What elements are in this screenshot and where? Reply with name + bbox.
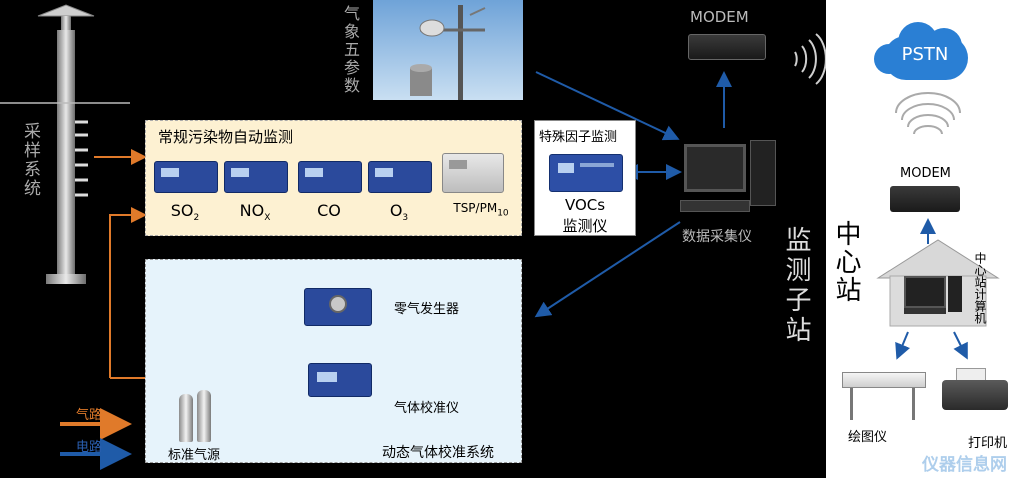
- sampling-label: 采样系统: [20, 122, 40, 198]
- calibrator-label: 气体校准仪: [394, 401, 460, 416]
- printer-label: 打印机: [968, 436, 1008, 451]
- analyzer-label: SO2: [170, 201, 200, 224]
- legend-gas: 气路: [76, 408, 103, 423]
- substation-label: 监测子站: [781, 226, 811, 346]
- center-wireless-signal-icon: [895, 92, 961, 135]
- pstn-cloud-icon: PSTN: [868, 18, 982, 84]
- pstn-label: PSTN: [901, 44, 949, 65]
- calibration-system-label: 动态气体校准系统: [382, 445, 494, 461]
- legend-electric: 电路: [76, 440, 103, 455]
- center-station-label: 中心站: [831, 220, 861, 304]
- data-logger-label: 数据采集仪: [682, 229, 752, 245]
- plotter-label: 绘图仪: [848, 430, 888, 445]
- electric-lines: [60, 71, 732, 470]
- special-factor-box: 特殊因子监测 VOCs 监测仪: [534, 120, 636, 236]
- analyzer-label: NOX: [239, 201, 271, 224]
- substation-modem-icon: [688, 30, 766, 64]
- routine-monitoring-box: 常规污染物自动监测 SO2 NOX CO O3 TSP/PM10: [145, 120, 522, 236]
- sampling-pole: [0, 4, 130, 284]
- particulate-analyzer-icon: [442, 153, 504, 193]
- wireless-signal-icon: [794, 33, 827, 85]
- standard-gas-cylinders-icon: [176, 388, 216, 444]
- voc-analyzer-icon: [549, 154, 623, 192]
- routine-title: 常规污染物自动监测: [158, 128, 294, 146]
- standard-gas-label: 标准气源: [168, 448, 221, 463]
- center-computer-label: 中心站计算机: [973, 252, 987, 324]
- center-modem-icon: [890, 186, 960, 212]
- center-station-panel: PSTN MODEM 中心站 中心站计算机: [826, 0, 1033, 478]
- analyzer-label: CO: [317, 201, 341, 220]
- voc-line1: VOCs: [564, 196, 606, 214]
- plotter-icon: [842, 368, 926, 420]
- gas-analyzer-icon: [368, 161, 432, 193]
- gas-analyzer-icon: [298, 161, 362, 193]
- analyzer-label: TSP/PM10: [453, 201, 509, 219]
- calibration-system-box: 零气发生器 气体校准仪 标准气源 动态气体校准系统: [145, 259, 522, 463]
- substation-modem-label: MODEM: [690, 8, 749, 26]
- weather-label: 气象五参数: [341, 5, 360, 95]
- center-modem-label: MODEM: [900, 166, 951, 181]
- analyzer-label: O3: [389, 201, 409, 224]
- special-title: 特殊因子监测: [539, 130, 618, 145]
- watermark-text: 仪器信息网: [922, 455, 1007, 475]
- zero-gas-generator-icon: [304, 288, 372, 326]
- weather-station-photo: [373, 0, 523, 100]
- gas-analyzer-icon: [154, 161, 218, 193]
- zero-gas-label: 零气发生器: [394, 302, 460, 317]
- center-computer-icon: [904, 276, 964, 320]
- printer-icon: [942, 368, 1008, 418]
- gas-analyzer-icon: [224, 161, 288, 193]
- gas-calibrator-icon: [308, 363, 372, 397]
- data-logger-computer-icon: [680, 140, 776, 218]
- voc-line2: 监测仪: [562, 217, 608, 235]
